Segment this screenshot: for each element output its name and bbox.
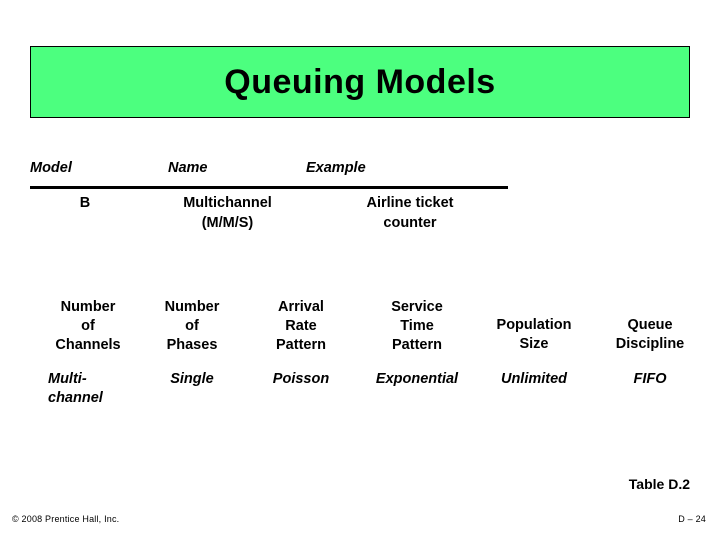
cell-name: Multichannel (M/M/S): [140, 194, 315, 233]
cell-population-size: Unlimited: [500, 371, 568, 387]
cell-queue-discipline: FIFO: [633, 371, 667, 387]
header-rule: [30, 186, 508, 189]
cell-service-time-pattern: Exponential: [375, 371, 459, 387]
column-header-name: Name: [168, 160, 208, 176]
column-header-example: Example: [306, 160, 366, 176]
cell-name-line1: Multichannel: [183, 195, 272, 211]
table-caption: Table D.2: [628, 476, 690, 492]
cell-number-of-phases: Single: [170, 371, 214, 387]
copyright-notice: © 2008 Prentice Hall, Inc.: [12, 514, 120, 524]
title-banner: Queuing Models: [30, 46, 690, 118]
cell-name-line2: (M/M/S): [201, 214, 254, 231]
cell-channels-line1: Multi-: [48, 371, 87, 387]
page-title: Queuing Models: [224, 62, 496, 101]
cell-model: B: [79, 195, 91, 211]
column-header-model: Model: [30, 160, 72, 176]
cell-example-line1: Airline ticket: [366, 195, 454, 211]
page-number: D – 24: [678, 514, 706, 524]
cell-example: Airline ticket counter: [315, 194, 505, 233]
cell-channels-line2: channel: [48, 390, 103, 407]
cell-example-line2: counter: [383, 214, 437, 231]
table-row: B Multichannel (M/M/S) Airline ticket co…: [30, 194, 530, 244]
models-table: Model Name Example: [30, 156, 530, 186]
cell-arrival-rate-pattern: Poisson: [272, 371, 330, 387]
models-table-header-row: Model Name Example: [30, 156, 530, 186]
cell-number-of-channels: Multi- channel: [38, 370, 138, 408]
